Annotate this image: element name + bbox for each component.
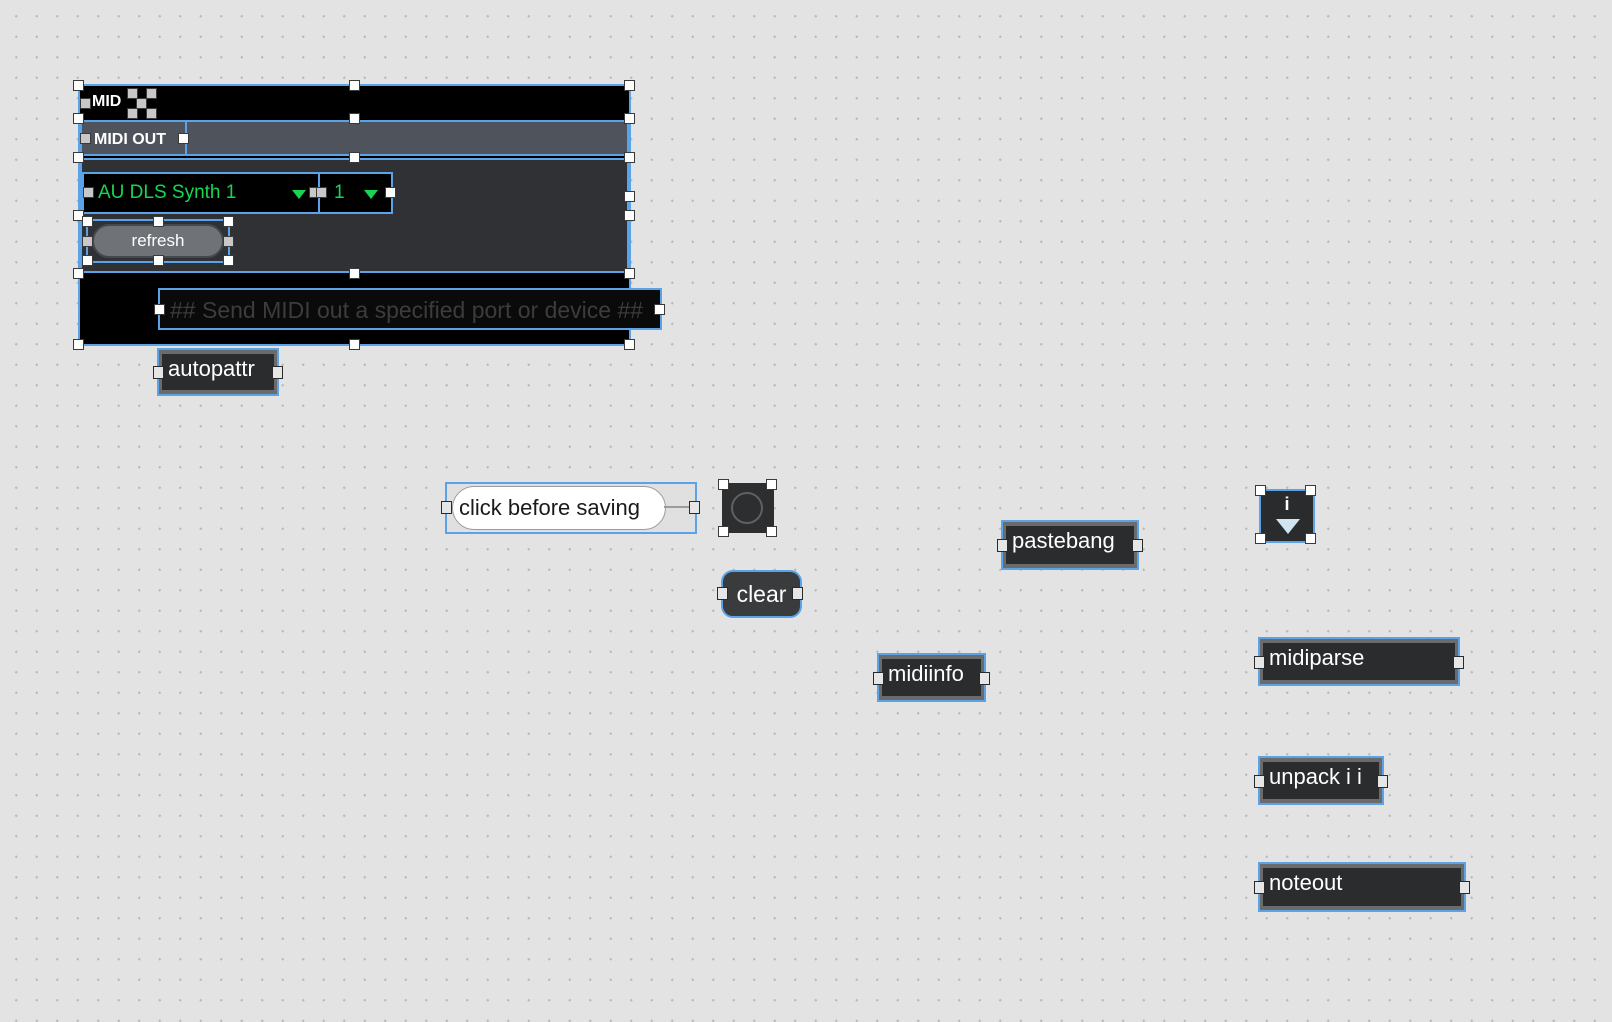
resize-handle[interactable] [766, 526, 777, 537]
resize-handle[interactable] [80, 133, 91, 144]
resize-handle[interactable] [349, 339, 360, 350]
resize-handle[interactable] [73, 268, 84, 279]
resize-handle[interactable] [127, 88, 138, 99]
resize-handle[interactable] [1255, 485, 1266, 496]
pastebang-object[interactable]: pastebang [997, 520, 1143, 570]
dropdown-arrow-icon [364, 190, 378, 199]
refresh-button[interactable]: refresh [92, 224, 224, 258]
outlet-port[interactable] [1377, 774, 1388, 788]
inlet-port[interactable] [153, 366, 164, 379]
inlet-port[interactable] [873, 671, 884, 685]
outlet-port[interactable] [272, 366, 283, 379]
resize-handle[interactable] [223, 255, 234, 266]
resize-handle[interactable] [80, 98, 91, 109]
resize-handle[interactable] [624, 268, 635, 279]
resize-handle[interactable] [624, 113, 635, 124]
resize-handle[interactable] [624, 152, 635, 163]
resize-handle[interactable] [349, 152, 360, 163]
bpatcher-title: MID [80, 86, 629, 118]
inlet-port[interactable] [1254, 655, 1265, 669]
resize-handle[interactable] [73, 152, 84, 163]
device-menu-value: AU DLS Synth 1 [98, 182, 237, 203]
resize-handle[interactable] [1305, 533, 1316, 544]
resize-handle[interactable] [82, 236, 93, 247]
midiinfo-object[interactable]: midiinfo [873, 653, 990, 702]
resize-handle[interactable] [223, 236, 234, 247]
midiparse-object[interactable]: midiparse [1254, 637, 1464, 686]
dropdown-arrow-icon [292, 190, 306, 199]
outlet-port[interactable] [1453, 655, 1464, 669]
resize-handle[interactable] [1255, 533, 1266, 544]
outlet-port[interactable] [1132, 539, 1143, 552]
inlet-port[interactable] [1254, 881, 1265, 894]
outlet-port[interactable] [792, 587, 803, 600]
resize-handle[interactable] [624, 210, 635, 221]
resize-handle[interactable] [73, 339, 84, 350]
channel-menu-value: 1 [334, 182, 345, 203]
inlet-port[interactable] [997, 539, 1008, 552]
resize-handle[interactable] [766, 479, 777, 490]
device-menu[interactable]: AU DLS Synth 1 [82, 172, 320, 214]
resize-handle[interactable] [153, 216, 164, 227]
resize-handle[interactable] [136, 98, 147, 109]
channel-menu[interactable]: 1 [318, 172, 393, 214]
resize-handle[interactable] [127, 108, 138, 119]
resize-handle[interactable] [349, 268, 360, 279]
noteout-object[interactable]: noteout [1254, 862, 1470, 912]
noteout-object-label: noteout [1263, 868, 1461, 906]
resize-handle[interactable] [178, 133, 189, 144]
resize-handle[interactable] [718, 479, 729, 490]
resize-handle[interactable] [316, 187, 327, 198]
inlet-port[interactable] [1254, 774, 1265, 788]
autopattr-object-label: autopattr [162, 354, 274, 390]
resize-handle[interactable] [83, 187, 94, 198]
resize-handle[interactable] [349, 80, 360, 91]
unpack-object[interactable]: unpack i i [1254, 756, 1388, 805]
unpack-object-label: unpack i i [1263, 762, 1379, 799]
midiinfo-object-label: midiinfo [882, 659, 981, 696]
resize-handle[interactable] [624, 191, 635, 202]
resize-handle[interactable] [154, 304, 165, 315]
resize-handle[interactable] [73, 113, 84, 124]
resize-handle[interactable] [73, 210, 84, 221]
resize-handle[interactable] [624, 339, 635, 350]
clear-message[interactable]: clear [721, 570, 802, 618]
tooltip-bubble: click before saving [452, 486, 666, 530]
resize-handle[interactable] [624, 80, 635, 91]
resize-handle[interactable] [654, 304, 665, 315]
tooltip-pointer [664, 506, 692, 508]
help-comment: ## Send MIDI out a specified port or dev… [158, 288, 662, 330]
resize-handle[interactable] [73, 80, 84, 91]
resize-handle[interactable] [385, 187, 396, 198]
resize-handle[interactable] [349, 113, 360, 124]
autopattr-object[interactable]: autopattr [153, 348, 283, 396]
resize-handle[interactable] [718, 526, 729, 537]
midiparse-object-label: midiparse [1263, 643, 1455, 680]
resize-handle[interactable] [146, 88, 157, 99]
triangle-down-icon [1276, 519, 1300, 534]
pastebang-object-label: pastebang [1006, 526, 1134, 564]
info-label: i [1284, 494, 1290, 514]
outlet-port[interactable] [1459, 881, 1470, 894]
resize-handle[interactable] [82, 216, 93, 227]
bang-circle-icon [731, 492, 763, 524]
resize-handle[interactable] [146, 108, 157, 119]
outlet-port[interactable] [979, 671, 990, 685]
outlet-port[interactable] [689, 501, 700, 514]
resize-handle[interactable] [153, 255, 164, 266]
resize-handle[interactable] [82, 255, 93, 266]
resize-handle[interactable] [223, 216, 234, 227]
resize-handle[interactable] [1305, 485, 1316, 496]
inlet-port[interactable] [441, 501, 452, 514]
bpatcher-header-label: MIDI OUT [80, 120, 187, 156]
inlet-port[interactable] [717, 587, 728, 600]
